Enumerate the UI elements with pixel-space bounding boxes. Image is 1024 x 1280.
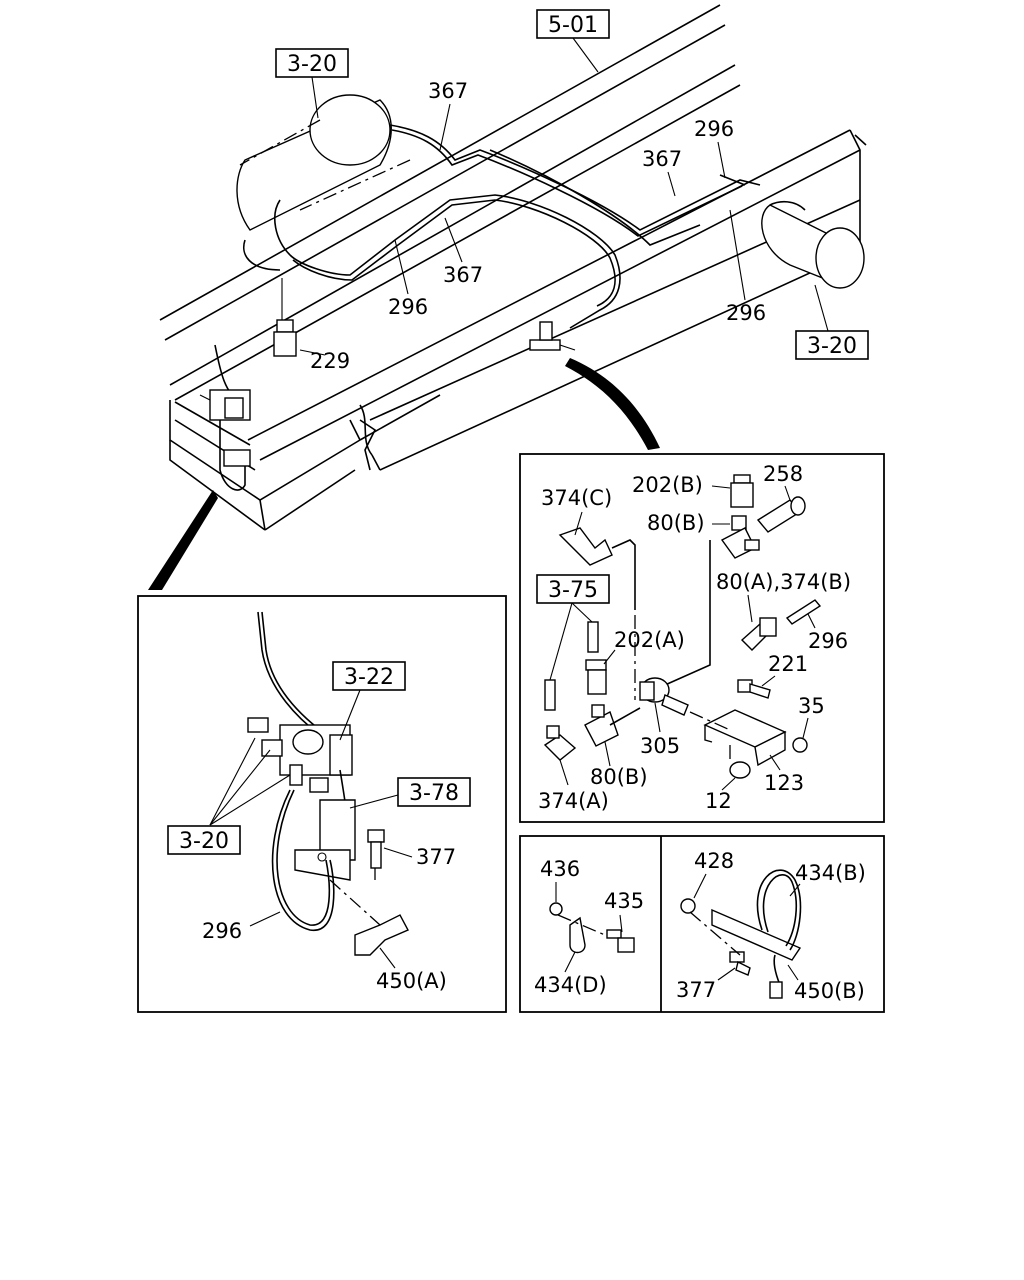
label-80b-top: 80(B) xyxy=(647,511,705,535)
panel-fittings-detail xyxy=(519,453,885,823)
ref-3-78: 3-78 xyxy=(409,781,459,806)
label-434b: 434(B) xyxy=(795,861,866,885)
label-374c: 374(C) xyxy=(541,486,612,510)
label-434d: 434(D) xyxy=(534,973,607,997)
label-305: 305 xyxy=(640,734,680,758)
ref-3-20-top: 3-20 xyxy=(287,52,337,77)
label-202b: 202(B) xyxy=(632,473,703,497)
valve-detail-drawing xyxy=(209,611,409,956)
label-367-tr: 367 xyxy=(642,147,682,171)
brake-pipes xyxy=(289,124,761,329)
label-202a: 202(A) xyxy=(614,628,685,652)
label-374a: 374(A) xyxy=(538,789,609,813)
label-80a-374b: 80(A),374(B) xyxy=(716,570,851,594)
label-450b: 450(B) xyxy=(794,979,865,1003)
panel-clip-detail xyxy=(519,835,885,1013)
ref-3-20-left-panel: 3-20 xyxy=(179,829,229,854)
tank-left xyxy=(236,94,411,271)
chassis-frame xyxy=(159,4,867,531)
label-428: 428 xyxy=(694,849,734,873)
ref-3-20-right: 3-20 xyxy=(807,334,857,359)
label-296-right-panel: 296 xyxy=(808,629,848,653)
label-123: 123 xyxy=(764,771,804,795)
panel-valve-detail xyxy=(137,595,507,1013)
leader-arrow-left xyxy=(148,490,218,590)
ref-3-75: 3-75 xyxy=(548,578,598,603)
ref-5-01: 5-01 xyxy=(548,13,598,38)
label-258: 258 xyxy=(763,462,803,486)
label-377-left: 377 xyxy=(416,845,456,869)
leader-arrow-right xyxy=(565,358,660,450)
label-450a: 450(A) xyxy=(376,969,447,993)
ref-3-22: 3-22 xyxy=(344,665,394,690)
connector-rail xyxy=(529,321,576,351)
label-367-top: 367 xyxy=(428,79,468,103)
label-436: 436 xyxy=(540,857,580,881)
label-296-left: 296 xyxy=(202,919,242,943)
label-296-tr: 296 xyxy=(694,117,734,141)
label-229: 229 xyxy=(310,349,350,373)
clip-434d-drawing xyxy=(549,902,635,954)
label-367-mid: 367 xyxy=(443,263,483,287)
label-296-right: 296 xyxy=(726,301,766,325)
tank-right xyxy=(761,200,865,289)
valve-assembly-main xyxy=(199,344,251,491)
label-80b-bottom: 80(B) xyxy=(590,765,648,789)
label-221: 221 xyxy=(768,652,808,676)
label-296-mid: 296 xyxy=(388,295,428,319)
strap-434b-drawing xyxy=(680,869,802,999)
label-12: 12 xyxy=(705,789,732,813)
label-35: 35 xyxy=(798,694,825,718)
label-377-bottom: 377 xyxy=(676,978,716,1002)
fittings-detail-drawing xyxy=(543,474,822,779)
part-229 xyxy=(273,278,326,357)
label-435: 435 xyxy=(604,889,644,913)
